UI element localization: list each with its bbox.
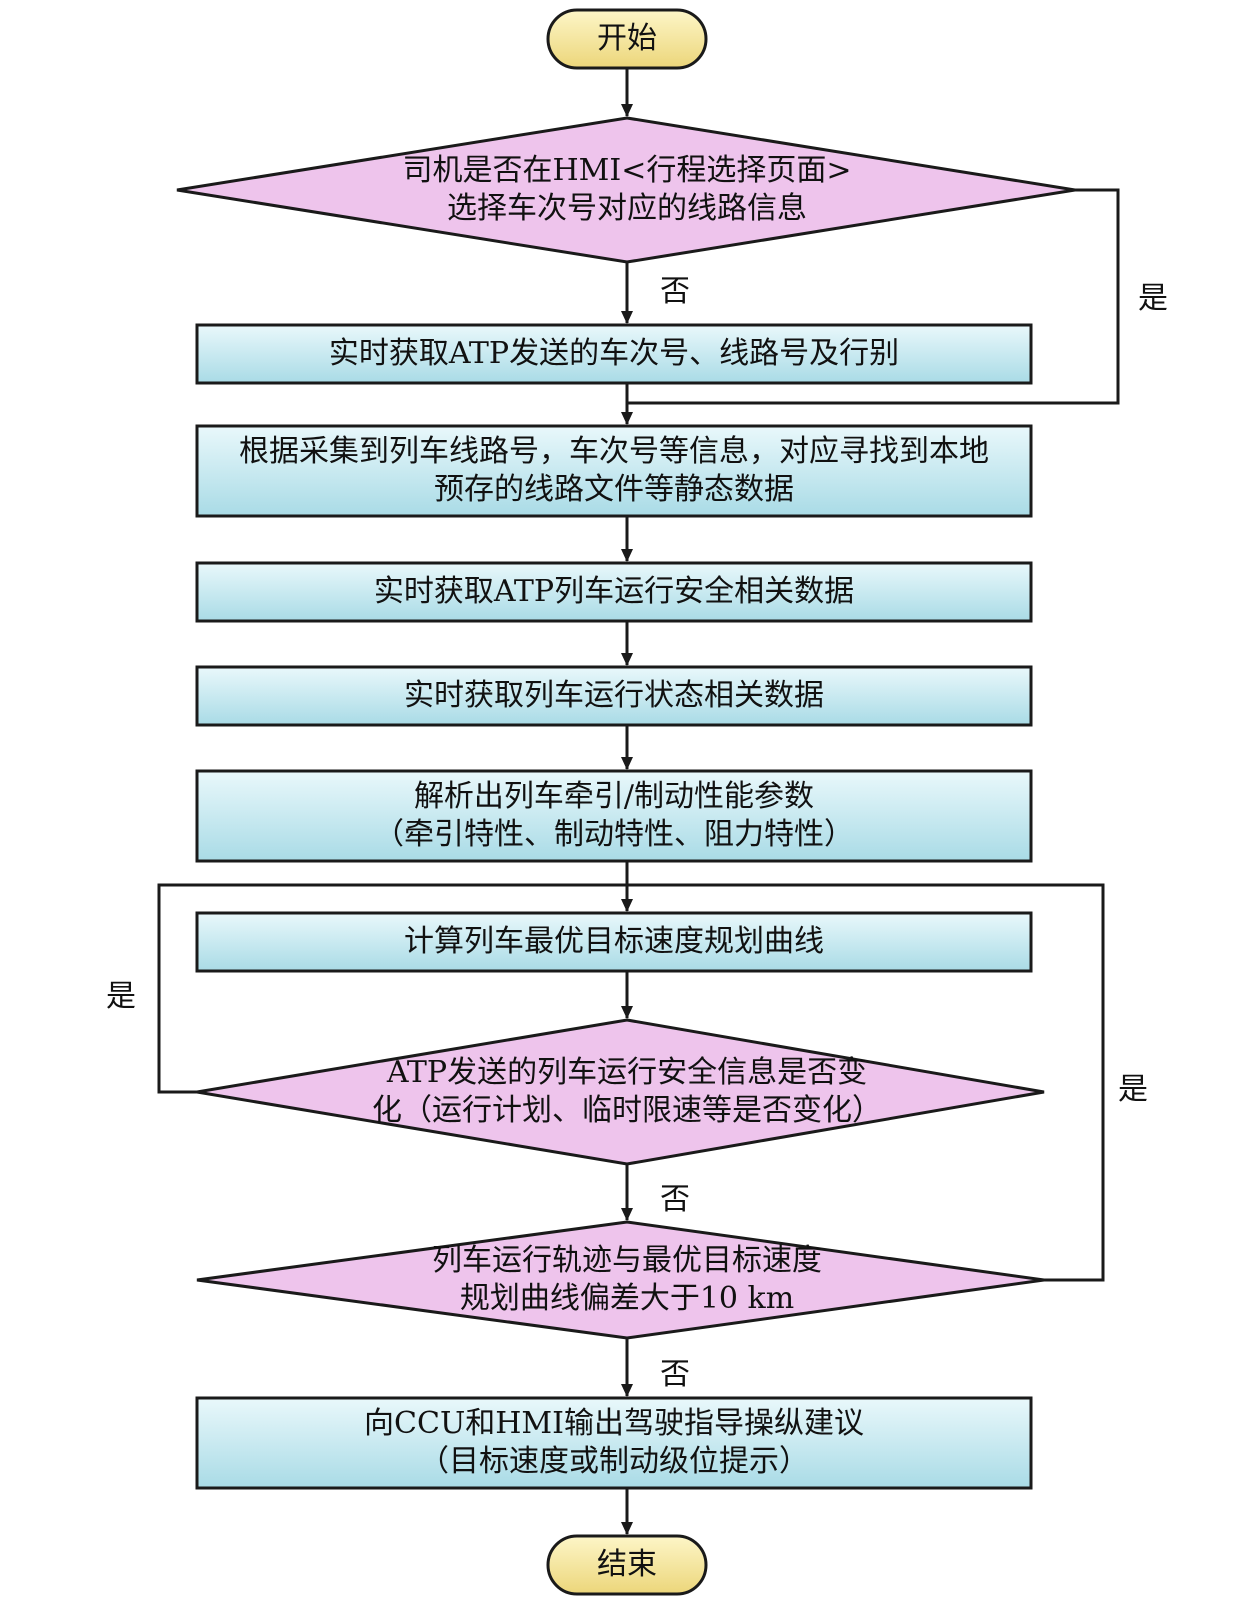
decision-deviation-line1: 列车运行轨迹与最优目标速度 xyxy=(432,1243,822,1278)
process-calc-curve xyxy=(195,911,1033,973)
process-get-atp-safety-label: 实时获取ATP列车运行安全相关数据 xyxy=(373,574,855,609)
process-calc-curve-label: 计算列车最优目标速度规划曲线 xyxy=(404,924,824,959)
process-parse-parameters-line2: （牵引特性、制动特性、阻力特性） xyxy=(374,817,854,852)
process-find-static-data-line2: 预存的线路文件等静态数据 xyxy=(434,472,794,507)
decision-hmi-route-label: 司机是否在HMI<行程选择页面> 选择车次号对应的线路信息 xyxy=(330,152,924,228)
process-parse-parameters xyxy=(195,769,1033,863)
edge-label-d2-no: 否 xyxy=(660,1182,690,1217)
edge-label-d1-no: 否 xyxy=(660,274,690,309)
decision-atp-change-line2: 化（运行计划、临时限速等是否变化） xyxy=(372,1093,882,1128)
edge-label-d3-no: 否 xyxy=(660,1357,690,1392)
decision-deviation-label: 列车运行轨迹与最优目标速度 规划曲线偏差大于10 km xyxy=(370,1242,884,1318)
process-parse-parameters-line1: 解析出列车牵引/制动性能参数 xyxy=(413,779,815,814)
edge-label-d2-yes: 是 xyxy=(106,979,136,1014)
decision-deviation-line2: 规划曲线偏差大于10 km xyxy=(459,1281,795,1316)
decision-atp-change-label: ATP发送的列车运行安全信息是否变 化（运行计划、临时限速等是否变化） xyxy=(327,1054,927,1130)
start-label: 开始 xyxy=(597,21,657,56)
loop-d2-yes xyxy=(157,883,627,1094)
process-output-advice xyxy=(195,1396,1033,1490)
process-get-train-state-label: 实时获取列车运行状态相关数据 xyxy=(404,678,824,713)
end-terminal xyxy=(546,1534,708,1596)
loop-d3-yes xyxy=(627,883,1105,1282)
process-parse-parameters-label: 解析出列车牵引/制动性能参数 （牵引特性、制动特性、阻力特性） xyxy=(197,771,1031,861)
process-get-train-info xyxy=(195,323,1033,385)
process-get-atp-safety xyxy=(195,561,1033,623)
process-output-advice-label: 向CCU和HMI输出驾驶指导操纵建议 （目标速度或制动级位提示） xyxy=(197,1398,1031,1488)
end-label: 结束 xyxy=(597,1547,657,1582)
process-output-advice-line1: 向CCU和HMI输出驾驶指导操纵建议 xyxy=(364,1406,864,1441)
decision-atp-change-line1: ATP发送的列车运行安全信息是否变 xyxy=(386,1055,868,1090)
edge-label-d1-yes: 是 xyxy=(1138,281,1168,316)
process-get-train-info-label: 实时获取ATP发送的车次号、线路号及行别 xyxy=(328,336,900,371)
process-find-static-data-line1: 根据采集到列车线路号，车次号等信息，对应寻找到本地 xyxy=(239,434,989,469)
decision-hmi-route-line1: 司机是否在HMI<行程选择页面> xyxy=(402,153,852,188)
process-find-static-data-label: 根据采集到列车线路号，车次号等信息，对应寻找到本地 预存的线路文件等静态数据 xyxy=(197,426,1031,516)
edge-label-d3-yes: 是 xyxy=(1118,1072,1148,1107)
loop-d1-yes xyxy=(627,188,1120,405)
process-get-train-state xyxy=(195,665,1033,727)
process-find-static-data xyxy=(195,424,1033,518)
process-output-advice-line2: （目标速度或制动级位提示） xyxy=(419,1444,809,1479)
decision-hmi-route-line2: 选择车次号对应的线路信息 xyxy=(447,191,807,226)
